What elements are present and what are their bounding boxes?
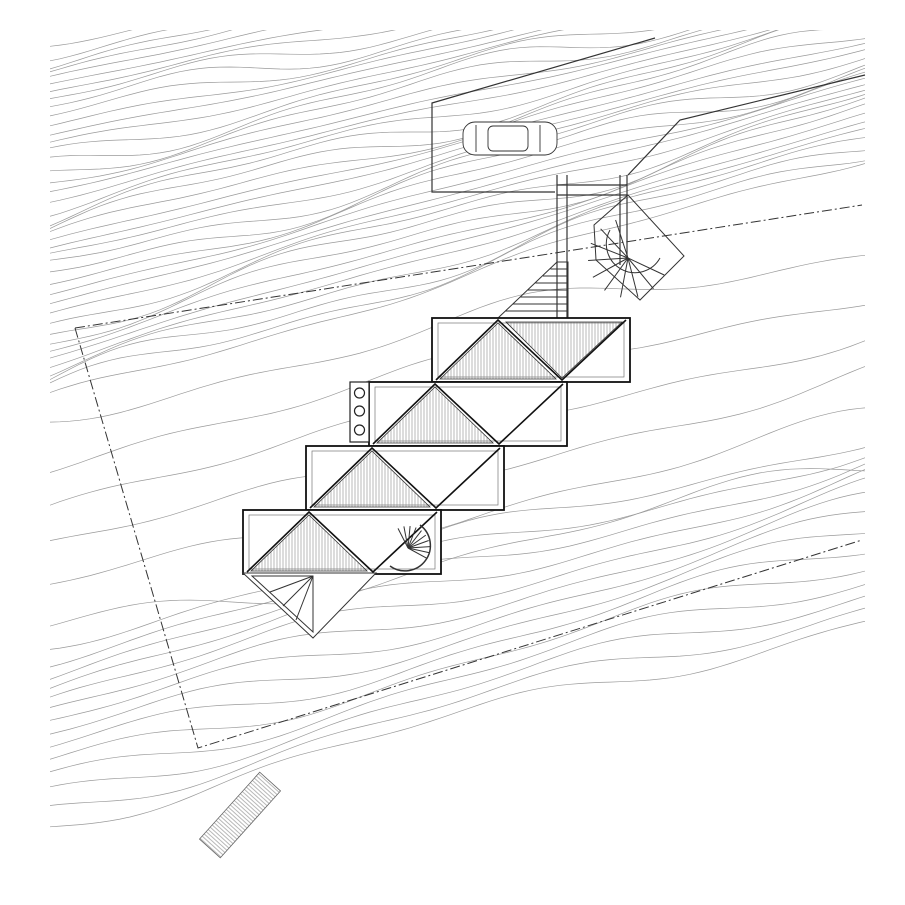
contour-line bbox=[50, 58, 865, 254]
spiral-tread bbox=[407, 526, 411, 549]
contour-line bbox=[50, 30, 133, 47]
spiral-tread bbox=[588, 257, 629, 261]
structural-truss bbox=[309, 446, 501, 510]
contour-line bbox=[50, 121, 865, 359]
contour-line bbox=[50, 64, 865, 261]
spiral-tread bbox=[620, 257, 629, 298]
contour-line bbox=[50, 128, 865, 368]
spiral-tread bbox=[407, 527, 417, 549]
contour-line bbox=[50, 607, 865, 806]
contour-line bbox=[50, 30, 722, 184]
hatched-roof-triangle bbox=[505, 321, 624, 379]
spiral-tread bbox=[600, 228, 629, 259]
contour-line bbox=[50, 620, 865, 828]
spiral-tread bbox=[403, 526, 409, 549]
contour-line bbox=[50, 30, 515, 127]
spiral-tread bbox=[397, 528, 409, 549]
contour-line bbox=[50, 30, 703, 172]
contour-line bbox=[50, 71, 865, 285]
contour-line bbox=[50, 94, 865, 324]
contour-line bbox=[50, 150, 865, 380]
spiral-tread bbox=[407, 530, 422, 549]
contour-line bbox=[50, 38, 865, 232]
contour-line bbox=[50, 84, 865, 305]
structural-truss bbox=[372, 382, 564, 446]
upper-spiral-stair bbox=[588, 194, 685, 301]
spiral-tread bbox=[627, 257, 654, 290]
contour-line bbox=[50, 49, 865, 249]
spiral-tread bbox=[407, 547, 430, 554]
spiral-tread bbox=[592, 257, 629, 278]
contour-line bbox=[50, 570, 865, 760]
contour-line bbox=[50, 595, 865, 788]
contour-line bbox=[50, 103, 865, 345]
property-boundary bbox=[74, 204, 863, 749]
hatched-roof-triangle bbox=[376, 386, 494, 444]
house-modules bbox=[242, 317, 631, 575]
contour-line bbox=[50, 30, 433, 99]
water-tanks bbox=[349, 381, 370, 443]
structural-truss bbox=[435, 318, 627, 382]
lower-spiral-stair bbox=[389, 524, 432, 572]
spiral-tread bbox=[627, 257, 639, 297]
contour-line bbox=[50, 89, 865, 314]
contour-line bbox=[50, 30, 748, 192]
contour-line bbox=[50, 112, 865, 352]
contour-line bbox=[50, 468, 865, 627]
contour-line bbox=[50, 30, 824, 229]
hatched-roof-triangle bbox=[250, 514, 368, 572]
contour-line bbox=[50, 469, 865, 689]
spiral-tread bbox=[407, 534, 427, 549]
contour-line bbox=[50, 457, 865, 668]
contour-line bbox=[50, 511, 865, 721]
contour-line bbox=[50, 463, 865, 680]
spiral-tread bbox=[590, 242, 629, 259]
contour-line bbox=[50, 254, 865, 423]
spiral-tread bbox=[615, 219, 629, 259]
contour-line bbox=[50, 67, 865, 273]
car-icon bbox=[462, 121, 558, 156]
contour-line bbox=[50, 97, 865, 335]
contour-line bbox=[50, 491, 865, 708]
contour-line bbox=[50, 30, 691, 158]
hatched-roof-triangle bbox=[439, 322, 557, 380]
contour-line bbox=[50, 447, 865, 650]
contour-line bbox=[50, 30, 780, 227]
contour-line bbox=[50, 30, 565, 143]
contour-line bbox=[50, 160, 865, 384]
contour-line bbox=[50, 30, 494, 117]
contour-line bbox=[50, 30, 655, 149]
contour-line bbox=[50, 30, 462, 108]
contour-line bbox=[50, 30, 324, 85]
spiral-tread bbox=[604, 257, 629, 291]
contour-line bbox=[50, 30, 396, 92]
spiral-tread bbox=[407, 546, 431, 549]
contour-line bbox=[50, 42, 865, 241]
contour-line bbox=[50, 77, 865, 296]
spiral-tread bbox=[407, 547, 428, 560]
contour-line bbox=[50, 163, 865, 393]
contour-line bbox=[50, 584, 865, 773]
contour-line bbox=[50, 30, 543, 136]
contour-line bbox=[50, 30, 233, 73]
hatched-roof-triangle bbox=[313, 450, 431, 508]
contour-line bbox=[50, 30, 771, 203]
contour-line bbox=[50, 477, 865, 698]
contour-line bbox=[50, 30, 268, 77]
lower-stair bbox=[241, 572, 378, 639]
contour-line bbox=[50, 553, 865, 748]
contour-line bbox=[50, 30, 778, 217]
spiral-tread bbox=[627, 257, 665, 276]
spiral-tread bbox=[407, 540, 429, 549]
parking-area bbox=[431, 37, 866, 193]
contour-line bbox=[50, 533, 865, 735]
contour-line bbox=[50, 137, 865, 377]
dock bbox=[198, 771, 282, 859]
contour-line bbox=[50, 30, 211, 70]
contour-line bbox=[50, 407, 865, 585]
